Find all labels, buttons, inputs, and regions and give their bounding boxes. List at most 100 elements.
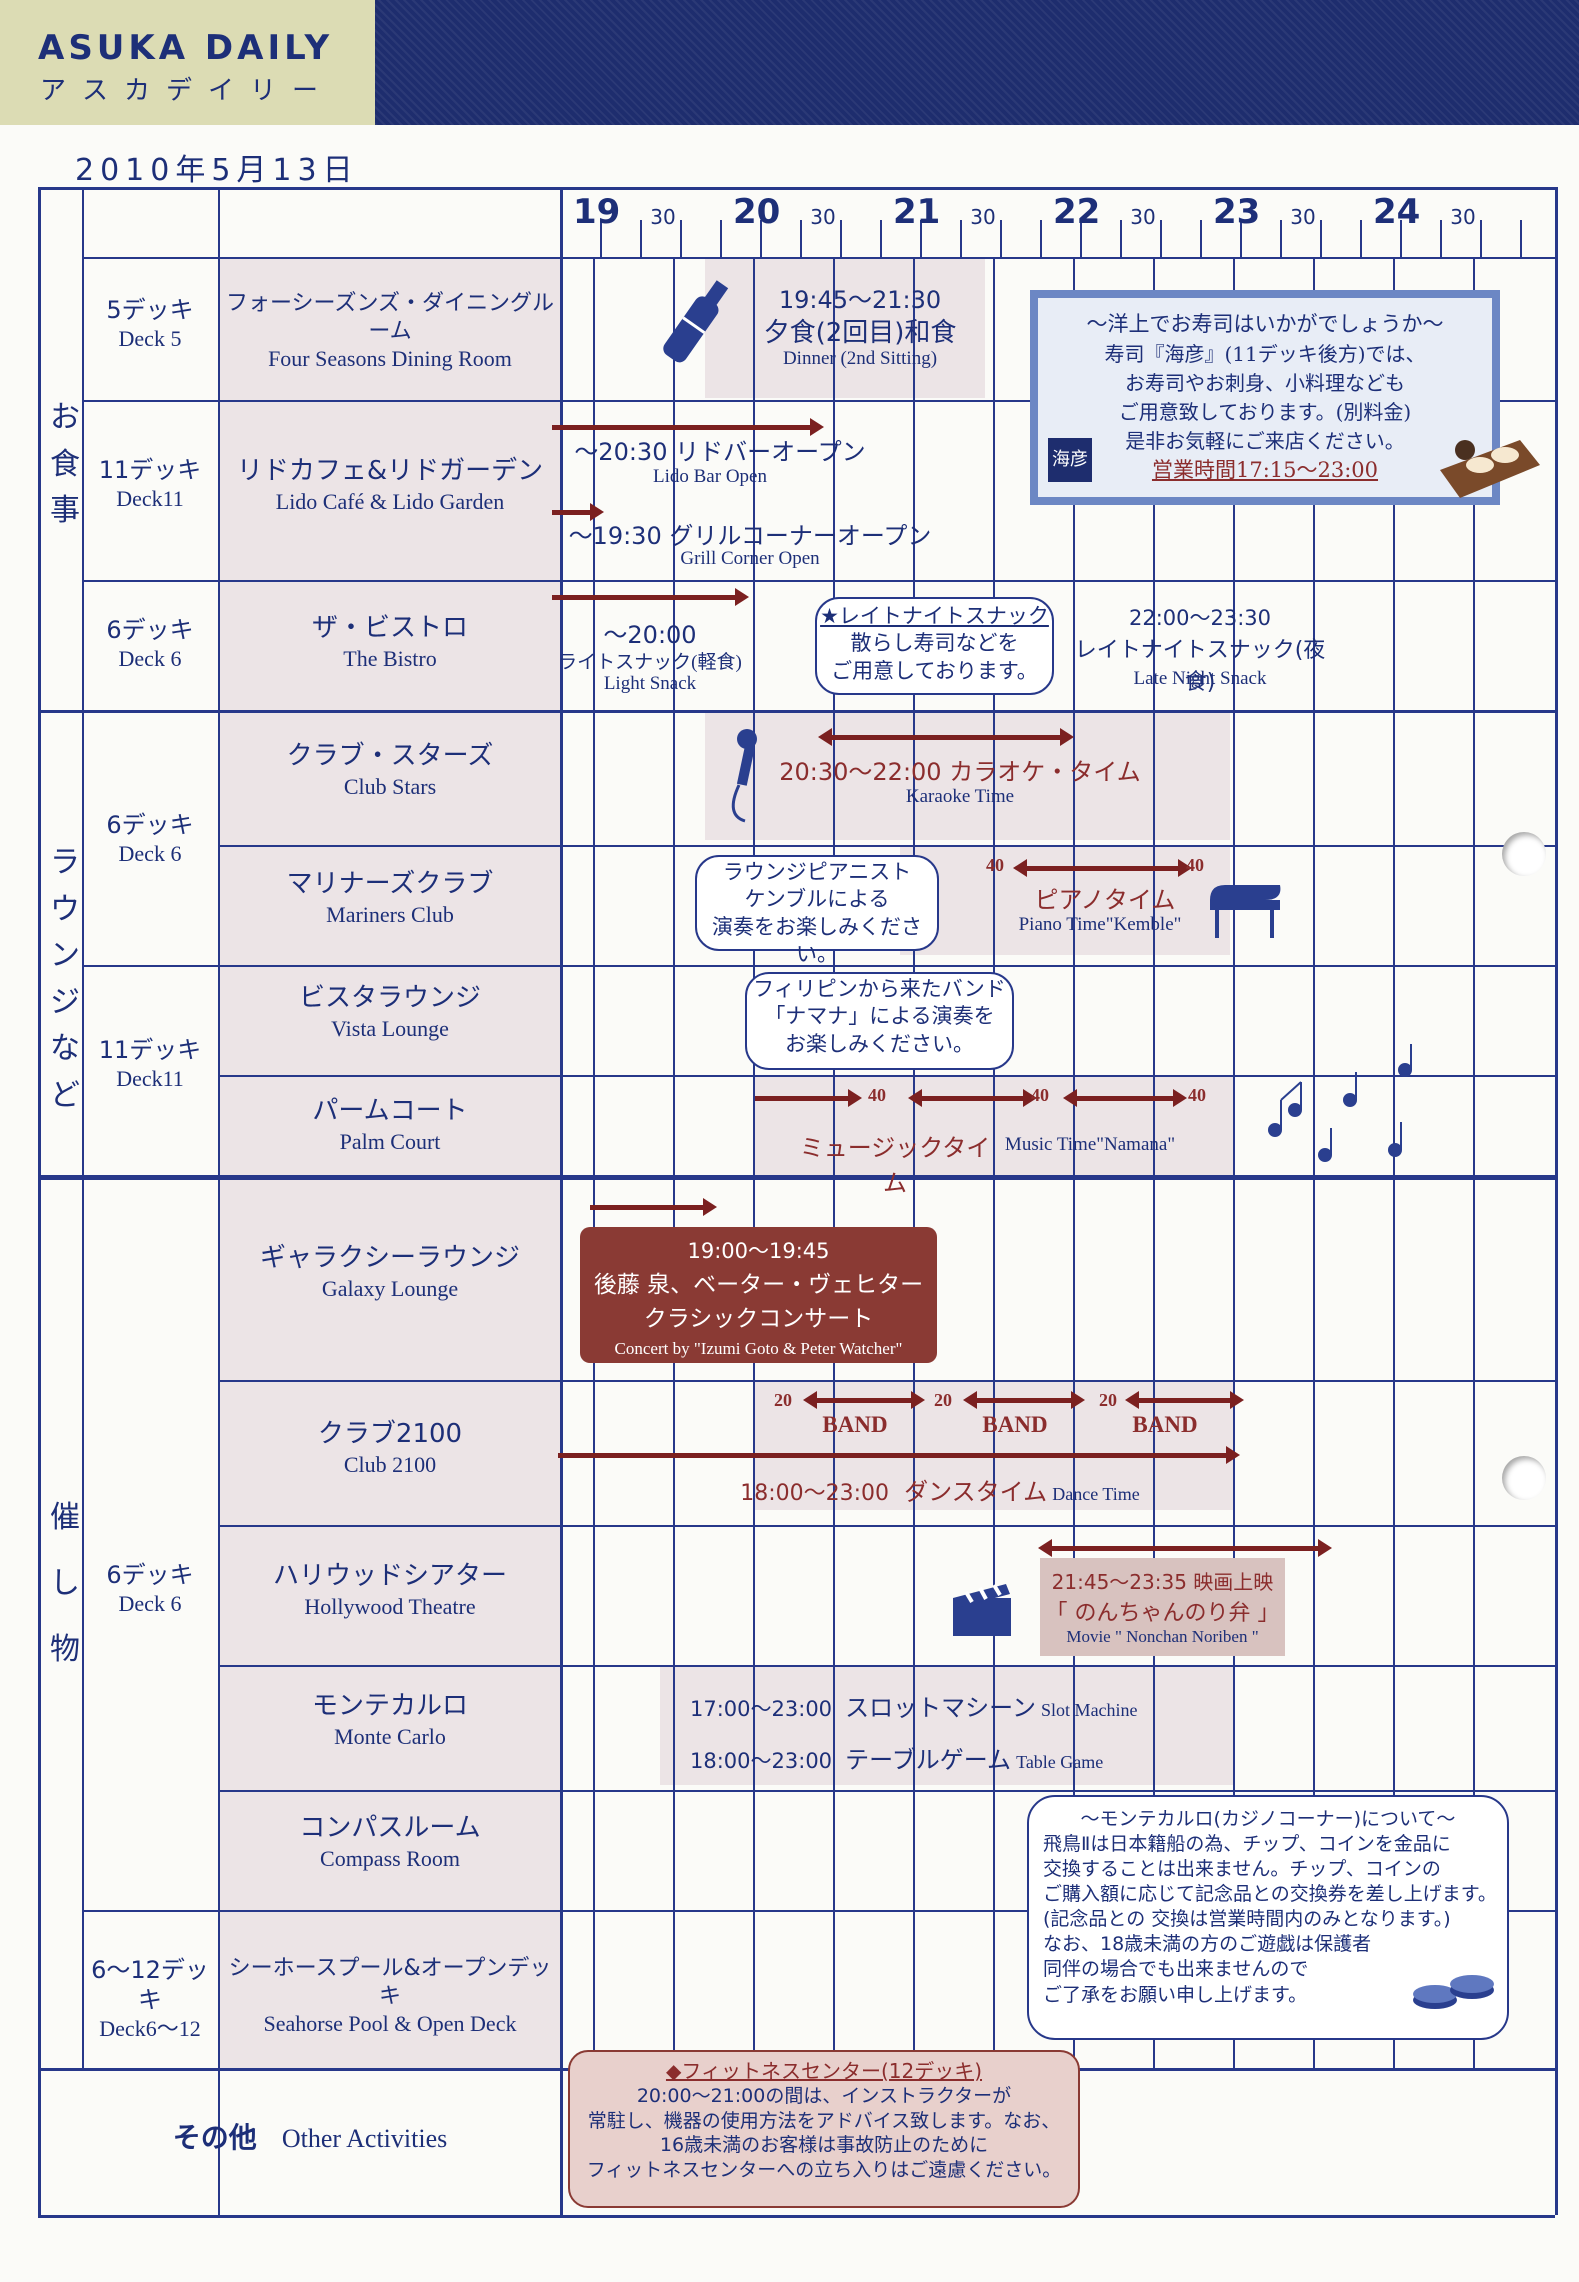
time-gridline [833, 257, 835, 2070]
deck-jp: 11デッキ [98, 1036, 202, 1064]
venue-en: The Bistro [343, 645, 437, 671]
row-divider [218, 1790, 1555, 1792]
pianist-l3: 演奏をお楽しみください。 [712, 914, 922, 966]
band-num-2: 20 [934, 1390, 952, 1410]
casino-l3: ご購入額に応じて記念品との交換券を差し上げます。 [1043, 1883, 1497, 1906]
half-hour-label: 30 [1290, 205, 1316, 229]
fitness-l2: 常駐し、機器の使用方法をアドバイス致します。なお、 [587, 2109, 1061, 2132]
dance-arrow [558, 1446, 1240, 1464]
music-arrow-2 [908, 1089, 1037, 1107]
category-lounge: ラウンジなど [50, 845, 80, 1113]
half-hour-label: 30 [1450, 205, 1476, 229]
band-num-3: 20 [1099, 1390, 1117, 1410]
time-tick [1080, 220, 1082, 257]
lido-bar-en: Lido Bar Open [653, 466, 767, 487]
time-gridline [913, 257, 915, 2070]
header-pattern-panel [375, 0, 1579, 125]
music-num-2: 40 [1031, 1085, 1049, 1105]
fitness-l1: 20:00〜21:00の間は、インストラクターが [636, 2085, 1012, 2107]
brand-title: ASUKA DAILY [38, 28, 334, 68]
piano-en: Piano Time"Kemble" [1018, 914, 1182, 935]
venue-jp: リドカフェ&リドガーデン [236, 456, 544, 486]
time-gridline [1233, 257, 1235, 2070]
time-tick [800, 220, 802, 257]
grid-border-left [38, 187, 41, 2215]
light-snack-time: 〜20:00 [603, 621, 697, 649]
slot-jp: スロットマシーン [845, 1694, 1036, 1722]
binder-hole-top [1502, 832, 1546, 876]
row-divider [218, 400, 1555, 402]
other-jp: その他 [172, 2121, 257, 2154]
time-tick [1360, 220, 1362, 257]
slot-label: 17:00〜23:00 スロットマシーン Slot Machine [690, 1688, 1170, 1723]
half-hour-label: 30 [970, 205, 996, 229]
sushi-body3: ご用意致しております。(別料金) [1118, 400, 1412, 424]
concert-l2: クラシックコンサート [643, 1306, 874, 1332]
other-en: Other Activities [281, 2124, 448, 2153]
venue-en: Seahorse Pool & Open Deck [263, 2011, 517, 2036]
microphone-icon [715, 725, 765, 829]
row-divider [218, 845, 1555, 847]
hour-label: 24 [1373, 192, 1421, 232]
piano-label: ピアノタイム [1034, 886, 1176, 914]
sushi-title: 〜洋上でお寿司はいかがでしょうか〜 [1086, 312, 1444, 336]
venue-en: Lido Café & Lido Garden [275, 488, 505, 514]
hour-label: 20 [733, 192, 781, 232]
table-en: Table Game [1016, 1752, 1104, 1772]
grand-piano-icon [1205, 875, 1285, 949]
venue-jp: マリナーズクラブ [286, 869, 494, 899]
table-game-label: 18:00〜23:00 テーブルゲーム Table Game [690, 1740, 1170, 1775]
brand-kana: アスカデイリー [40, 76, 335, 106]
late-snack-time: 22:00〜23:30 [1128, 606, 1272, 630]
venue-en: Club Stars [343, 773, 437, 799]
half-hour-label: 30 [1130, 205, 1156, 229]
row-divider [218, 1665, 1555, 1667]
deck-jp: 6デッキ [106, 616, 194, 644]
grill-en: Grill Corner Open [680, 548, 820, 569]
music-en: Music Time"Namana" [1004, 1134, 1176, 1155]
band-label-2: BAND [982, 1412, 1048, 1437]
venue-en: Galaxy Lounge [321, 1275, 459, 1301]
time-gridline [673, 257, 675, 2070]
light-snack-en: Light Snack [603, 673, 697, 694]
venue-jp: モンテカルロ [311, 1691, 468, 1721]
dance-time: 18:00〜23:00 [740, 1481, 890, 1506]
music-num-3: 40 [1188, 1085, 1206, 1105]
time-tick [1200, 220, 1202, 257]
time-tick [960, 220, 962, 257]
late-snack-en: Late Night Snack [1133, 668, 1267, 689]
deck-en: Deck11 [116, 486, 184, 511]
sushi-hours: 営業時間17:15〜23:00 [1151, 458, 1379, 482]
time-tick [720, 220, 722, 257]
piano-num-1: 40 [986, 855, 1004, 875]
table-jp: テーブルゲーム [845, 1746, 1011, 1774]
concert-time: 19:00〜19:45 [687, 1239, 830, 1263]
time-tick [840, 220, 842, 257]
casino-l4: (記念品との 交換は営業時間内のみとなります。) [1043, 1908, 1451, 1931]
band-label-3: BAND [1132, 1412, 1198, 1437]
venue-en: Four Seasons Dining Room [268, 346, 512, 371]
row-divider [218, 1910, 1555, 1912]
venue-jp: コンパスルーム [299, 1813, 481, 1843]
casino-l2: 交換することは出来ません。チップ、コインの [1043, 1858, 1441, 1881]
karaoke-arrow [818, 728, 1074, 746]
lido-bar-arrow [552, 418, 824, 436]
late-note-l2: ご用意しております。 [831, 658, 1038, 683]
sake-bottle-icon [660, 265, 730, 379]
fitness-l4: フィットネスセンターへの立ち入りはご遠慮ください。 [586, 2159, 1062, 2182]
venue-en: Hollywood Theatre [304, 1593, 476, 1619]
pianist-note: ラウンジピアニスト ケンブルによる 演奏をお楽しみください。 [695, 855, 939, 966]
col-divider [560, 187, 563, 2215]
dinner-shade [705, 258, 985, 398]
late-snack-note: ★レイトナイトスナック 散らし寿司などを ご用意しております。 [815, 597, 1054, 695]
dinner-en: Dinner (2nd Sitting) [782, 348, 938, 369]
